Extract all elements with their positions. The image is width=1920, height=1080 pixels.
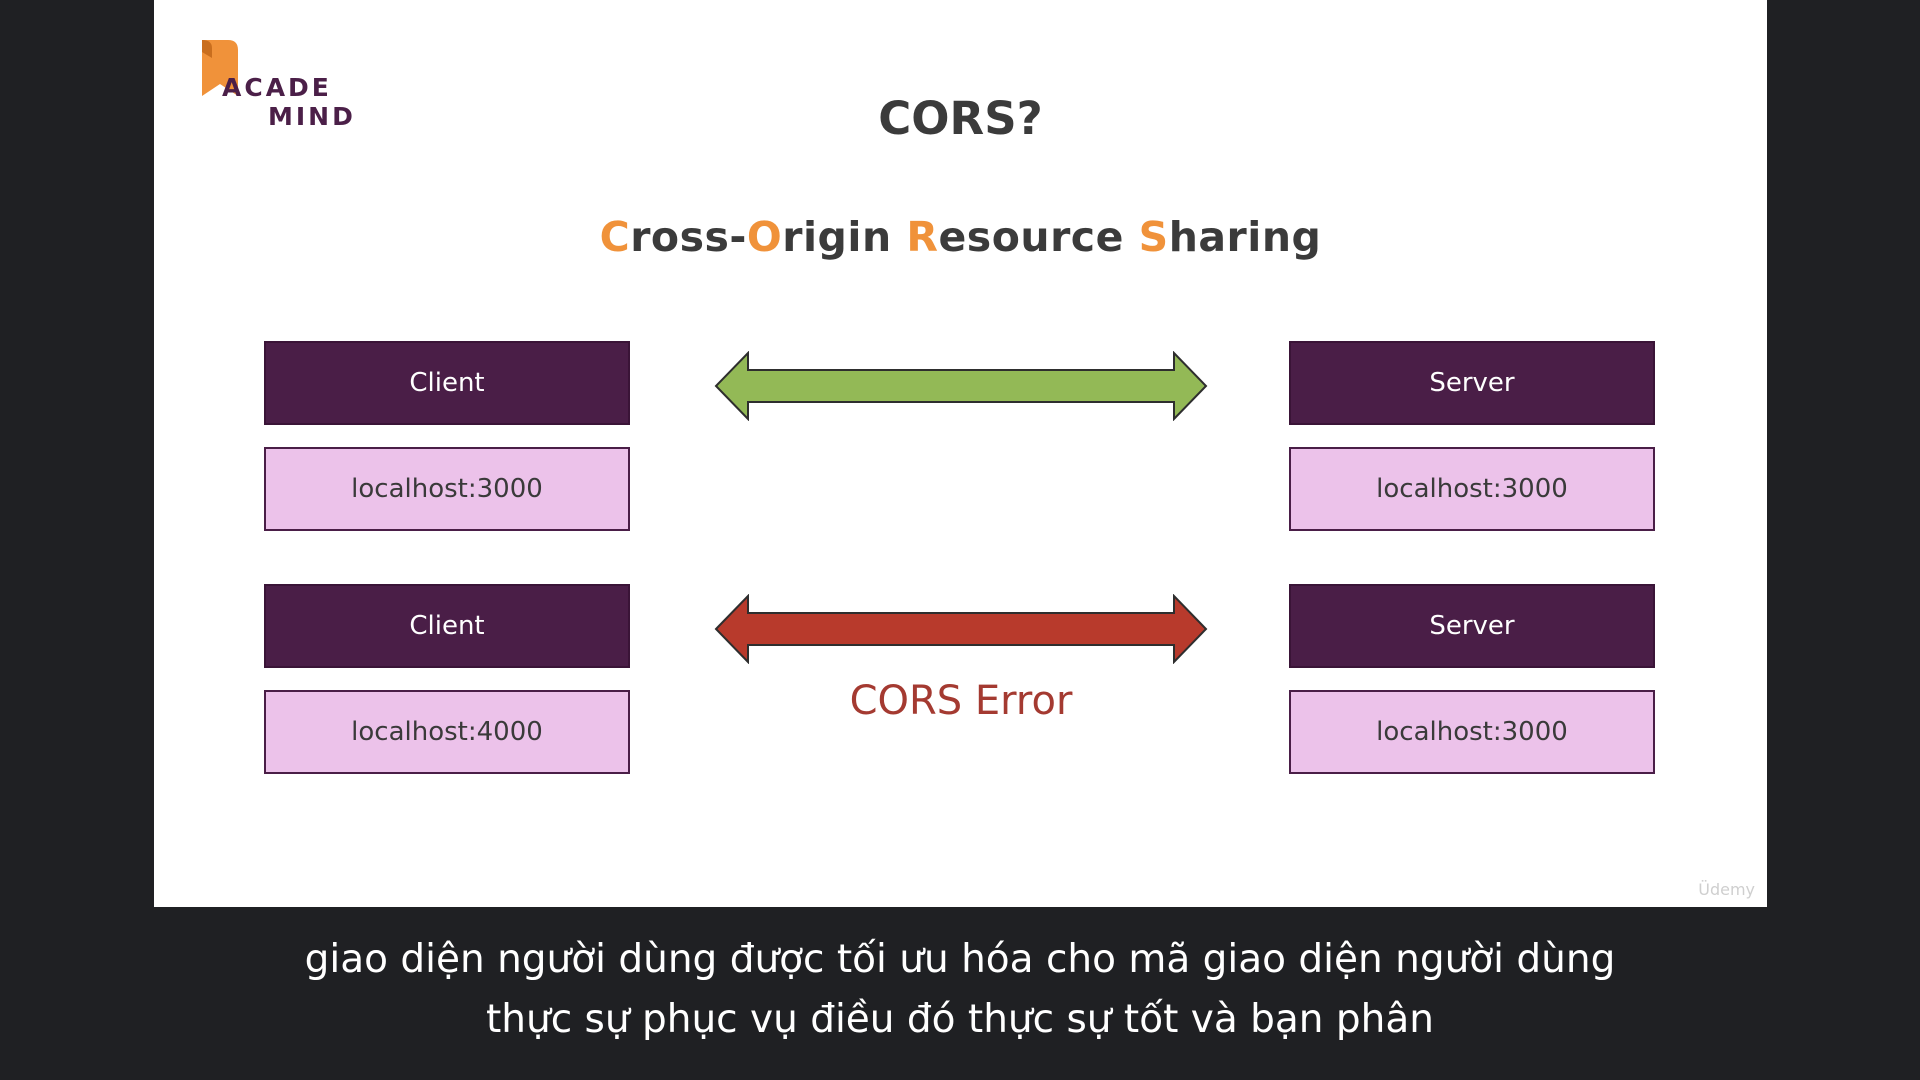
cors-error-label: CORS Error [849, 678, 1073, 724]
caption-line: giao diện người dùng được tối ưu hóa cho… [304, 937, 1616, 982]
subtitle-part: ross- [630, 213, 747, 261]
client-box: Client [264, 341, 630, 425]
video-captions: giao diện người dùng được tối ưu hóa cho… [0, 930, 1920, 1050]
server-host-box: localhost:3000 [1289, 447, 1655, 531]
subtitle-part: S [1138, 213, 1169, 261]
subtitle-part: C [599, 213, 631, 261]
subtitle-part: rigin [782, 213, 907, 261]
double-arrow-icon [714, 351, 1208, 421]
slide: ACADE MIND CORS? Cross-Origin Resource S… [154, 0, 1767, 907]
client-host-box: localhost:4000 [264, 690, 630, 774]
double-arrow-icon [714, 594, 1208, 664]
server-box: Server [1289, 584, 1655, 668]
client-box: Client [264, 584, 630, 668]
udemy-watermark: Üdemy [1698, 880, 1755, 899]
server-box: Server [1289, 341, 1655, 425]
server-host-box: localhost:3000 [1289, 690, 1655, 774]
caption-line: thực sự phục vụ điều đó thực sự tốt và b… [485, 997, 1435, 1042]
academind-logo: ACADE MIND [198, 38, 398, 138]
subtitle-part: R [906, 213, 939, 261]
subtitle-part: esource [938, 213, 1139, 261]
slide-title: CORS? [878, 92, 1043, 145]
subtitle-part: haring [1168, 213, 1322, 261]
subtitle-part: O [746, 213, 783, 261]
logo-text-line2: MIND [268, 102, 356, 131]
client-host-box: localhost:3000 [264, 447, 630, 531]
slide-subtitle: Cross-Origin Resource Sharing [154, 213, 1767, 261]
logo-text-line1: ACADE [222, 73, 332, 102]
bookmark-icon [202, 40, 238, 96]
